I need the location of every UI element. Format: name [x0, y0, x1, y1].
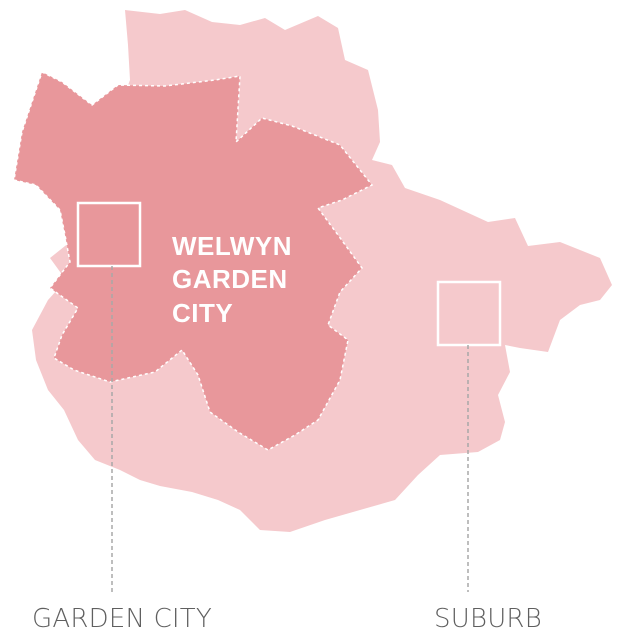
map-title-line-1: WELWYN — [172, 231, 292, 261]
map-title-line-3: CITY — [172, 298, 233, 328]
garden-city-caption: GARDEN CITY — [32, 604, 212, 634]
garden-city-region — [13, 70, 374, 451]
suburb-caption: SUBURB — [434, 604, 542, 634]
garden-city-marker — [76, 201, 142, 268]
map-title-line-2: GARDEN — [172, 264, 288, 294]
suburb-marker — [436, 280, 502, 347]
